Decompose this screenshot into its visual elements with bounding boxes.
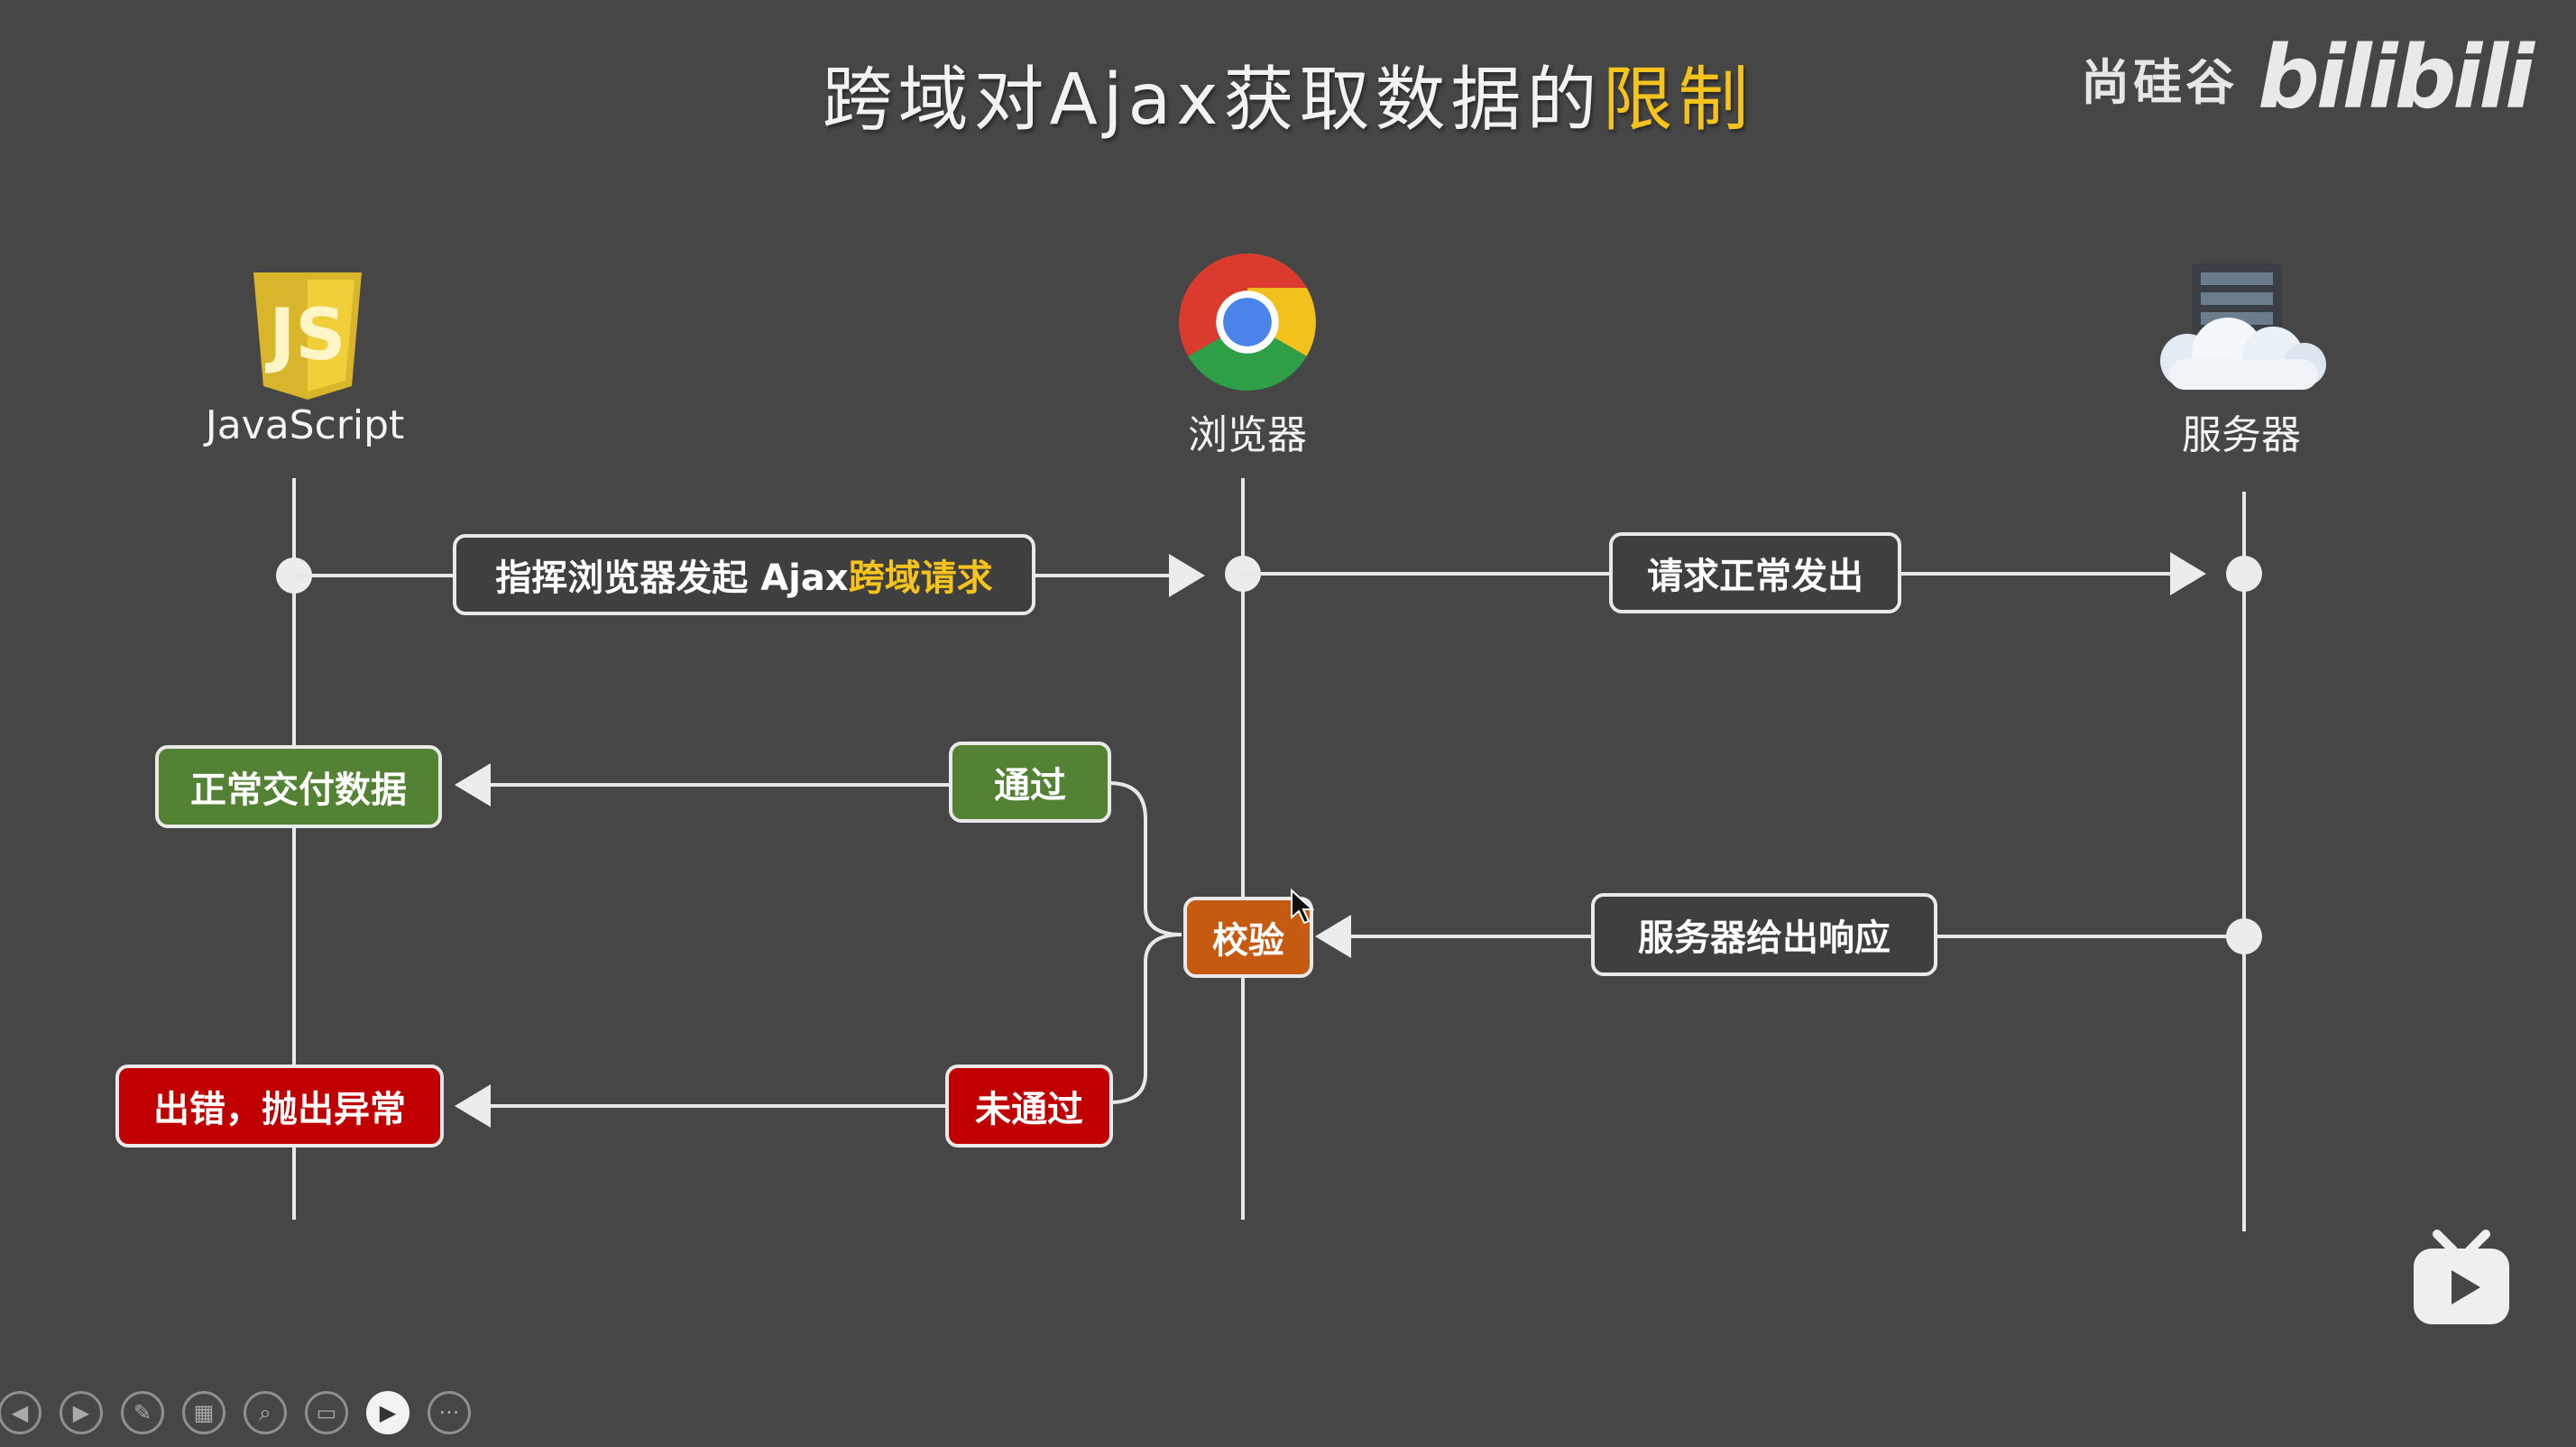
bilibili-tv-icon (2414, 1230, 2509, 1324)
bilibili-logo: bilibili (2258, 27, 2535, 128)
pass-arrow-line (491, 783, 951, 787)
cross-origin-request-box: 指挥浏览器发起 Ajax 跨域请求 (453, 534, 1035, 615)
mouse-cursor-icon (1291, 889, 1315, 925)
chrome-icon (1179, 253, 1316, 391)
subtitle-icon[interactable]: ▭ (305, 1391, 348, 1434)
js-shield-icon: JS (253, 272, 362, 400)
server-response-box: 服务器给出响应 (1591, 893, 1937, 976)
next-icon[interactable]: ▶ (60, 1391, 103, 1434)
request-text: 指挥浏览器发起 Ajax (495, 558, 849, 599)
previous-icon[interactable]: ◀ (0, 1391, 41, 1434)
browser-label: 浏览器 (1188, 412, 1307, 458)
response-arrowhead (1315, 915, 1351, 958)
fail-box: 未通过 (945, 1065, 1113, 1147)
request-highlight: 跨域请求 (848, 558, 993, 599)
throw-error-box: 出错，抛出异常 (115, 1065, 444, 1147)
more-icon[interactable]: ··· (428, 1391, 471, 1434)
presentation-toolbar: ◀ ▶ ✎ ▦ ⌕ ▭ ▶ ··· (0, 1391, 471, 1434)
request-arrowhead (1169, 554, 1205, 597)
slide-title: 跨域对Ajax获取数据的限制 (0, 43, 2576, 144)
javascript-label: JavaScript (205, 402, 405, 448)
pass-box: 通过 (949, 742, 1111, 823)
svg-text:JS: JS (264, 295, 345, 376)
branch-connector (1109, 781, 1182, 1104)
server-receive-dot (2226, 556, 2262, 592)
send-arrowhead (2170, 552, 2206, 595)
server-lifeline (2242, 492, 2246, 1231)
javascript-lifeline (292, 478, 296, 1220)
slides-icon[interactable]: ▦ (182, 1391, 225, 1434)
pen-icon[interactable]: ✎ (121, 1391, 164, 1434)
title-main: 跨域对Ajax获取数据的 (822, 60, 1603, 141)
brand-watermark: 尚硅谷 bilibili (2081, 27, 2535, 128)
camera-icon[interactable]: ▶ (366, 1391, 409, 1434)
server-label: 服务器 (2182, 412, 2301, 458)
fail-arrowhead (455, 1084, 491, 1128)
pass-arrowhead (455, 763, 491, 806)
publisher-name: 尚硅谷 (2081, 53, 2239, 111)
deliver-data-box: 正常交付数据 (155, 745, 442, 828)
server-cloud-icon (2160, 263, 2326, 390)
browser-lifeline (1241, 478, 1245, 1220)
request-sent-box: 请求正常发出 (1609, 532, 1901, 613)
verify-box: 校验 (1183, 897, 1313, 978)
zoom-icon[interactable]: ⌕ (244, 1391, 287, 1434)
title-highlight: 限制 (1602, 60, 1754, 141)
fail-arrow-line (491, 1104, 947, 1108)
